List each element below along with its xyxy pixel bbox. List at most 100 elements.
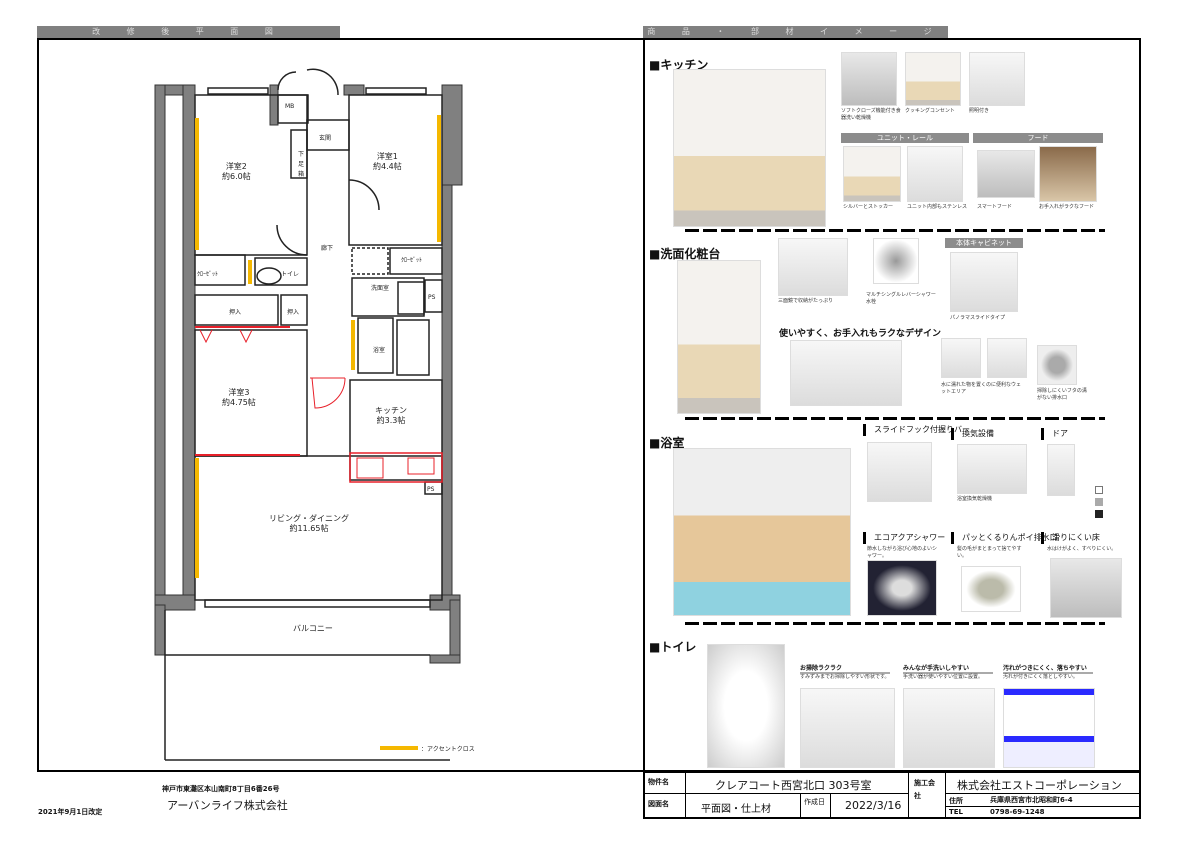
property-label: 物件名	[648, 778, 669, 786]
caption: 髪の毛がまとまって捨てやすい。	[957, 546, 1022, 559]
vanity-bowl-image	[790, 340, 902, 406]
footer-address: 神戸市東灘区本山南町8丁目6番26号	[162, 785, 280, 793]
drain-heading: パッとくるりんポイ排水口	[951, 532, 1058, 544]
caption: 水に濡れた物を置くのに便利なウェットエリア	[941, 382, 1022, 395]
caption: スマートフード	[977, 204, 1012, 210]
label-balcony: バルコニー	[293, 624, 333, 633]
room-name: リビング・ダイニング	[269, 514, 349, 523]
label-ps: PS	[428, 294, 436, 301]
label-oshiire-2: 押入	[287, 309, 300, 316]
caption: すみずみまでお掃除しやすい形状です。	[800, 674, 890, 680]
legend-accent-cloth: ：アクセントクロス	[421, 746, 475, 753]
floor-heading: 滑りにくい床	[1041, 532, 1100, 544]
hood-room-image	[1039, 146, 1097, 202]
room-kitchen: キッチン約3.3帖	[375, 406, 407, 426]
address-value: 兵庫県西宮市北昭和町6-4	[990, 796, 1073, 804]
tel-value: 0798-69-1248	[990, 808, 1045, 816]
caption: 三面鏡で収納がたっぷり	[778, 298, 834, 304]
caption: ソフトクローズ機能付き食器洗い乾燥機	[841, 108, 901, 121]
toilet-feature-3: 汚れがつきにくく、落ちやすい	[1003, 663, 1093, 674]
label-toilet: トイレ	[281, 271, 300, 278]
cabinet-header: 本体キャビネット	[945, 238, 1023, 248]
vanity-mirror-image	[778, 238, 848, 296]
color-swatch-white	[1095, 486, 1103, 494]
room-area: 約3.3帖	[376, 416, 406, 425]
left-header: 改 修 後 平 面 図	[37, 26, 340, 38]
caption: マルチシングルレバーシャワー水栓	[866, 292, 936, 305]
bath-vent-image	[957, 444, 1027, 494]
label-bath: 浴室	[373, 347, 386, 354]
caption: 手洗い器が使いやすい位置に設置。	[903, 674, 984, 680]
caption: パノラマスライドタイプ	[950, 315, 1006, 321]
vanity-wet-area-image	[941, 338, 981, 378]
caption: 水はけがよく、すべりにくい。	[1047, 546, 1117, 552]
title-block: 物件名 クレアコート西宮北口 303号室 図面名 平面図・仕上材 作成日 202…	[643, 771, 1141, 819]
vent-heading: 換気設備	[951, 428, 994, 440]
right-header: 商 品 ・ 部 材 イ メ ー ジ	[643, 26, 948, 38]
floor-image	[1050, 558, 1122, 618]
kitchen-storage-image	[843, 146, 901, 202]
door-heading: ドア	[1041, 428, 1068, 440]
hood-header: フード	[973, 133, 1103, 143]
vanity-faucet-use-image	[987, 338, 1027, 378]
bath-bar-image	[867, 442, 932, 502]
vanity-design-heading: 使いやすく、お手入れもラクなデザイン	[779, 329, 942, 339]
section-toilet-title: ■トイレ	[649, 640, 697, 654]
caption: 節水しながら浴び心地のよいシャワー。	[867, 546, 938, 559]
room-name: 洋室2	[225, 162, 247, 171]
toilet-main-image	[707, 644, 785, 768]
section-vanity-title: ■洗面化粧台	[649, 247, 721, 261]
divider	[685, 229, 1105, 232]
drawing-label: 図面名	[648, 800, 669, 808]
kitchen-light-image	[969, 52, 1025, 106]
room-name: キッチン	[375, 406, 407, 415]
label-ps-2: PS	[427, 486, 435, 493]
toilet-feature-2: みんなが手洗いしやすい	[903, 663, 993, 674]
vanity-faucet-image	[873, 238, 919, 284]
footer-revised: 2021年9月1日改定	[38, 808, 103, 816]
color-swatch-silver	[1095, 498, 1103, 506]
room-area: 約6.0帖	[222, 172, 251, 181]
shower-image	[867, 560, 937, 616]
date-value: 2022/3/16	[845, 799, 902, 812]
caption: シルバーとストッカー	[843, 204, 894, 210]
caption: 照明付き	[969, 108, 990, 114]
room-living-dining: リビング・ダイニング約11.65帖	[269, 514, 349, 534]
toilet-feature-1: お掃除ラクラク	[800, 663, 890, 674]
divider	[685, 417, 1105, 420]
section-kitchen-title: ■キッチン	[649, 58, 709, 72]
kitchen-drawer-image	[907, 146, 963, 202]
toilet-feature-1-image	[800, 688, 895, 768]
property-name: クレアコート西宮北口 303号室	[715, 779, 872, 792]
vanity-cabinet-image	[950, 252, 1018, 312]
floor-plan-drawing	[154, 68, 463, 761]
footer-company: アーバンライフ株式会社	[167, 799, 288, 812]
bar-heading: スライドフック付握りバー	[863, 424, 970, 436]
caption: 浴室換気乾燥機	[957, 496, 993, 502]
kitchen-main-image	[673, 69, 826, 227]
divider	[685, 622, 1105, 625]
date-label: 作成日	[804, 798, 825, 806]
label-entrance: 玄関	[319, 135, 332, 142]
caption: ユニット内部もステンレス	[907, 204, 968, 210]
unit-rail-header: ユニット・レール	[841, 133, 969, 143]
color-swatch-black	[1095, 510, 1103, 518]
label-washroom: 洗面室	[371, 285, 390, 292]
label-closet-left: ｸﾛｰｾﾞｯﾄ	[197, 271, 219, 278]
vanity-drain-image	[1037, 345, 1077, 385]
vanity-main-image	[677, 260, 761, 414]
tel-label: TEL	[949, 808, 964, 816]
room-area: 約11.65帖	[289, 524, 329, 533]
kitchen-outlet-image	[905, 52, 961, 106]
caption: お手入れがラクなフード	[1039, 204, 1095, 210]
kitchen-dishwasher-image	[841, 52, 897, 106]
section-bath-title: ■浴室	[649, 436, 685, 450]
caption: 汚れが付きにくく落としやすい。	[1003, 674, 1078, 680]
toilet-feature-3-image	[1003, 688, 1095, 768]
caption: 掃除しにくいフタの溝がない排水口	[1037, 388, 1087, 401]
label-hall: 廊下	[321, 245, 334, 252]
hood-image	[977, 150, 1035, 198]
